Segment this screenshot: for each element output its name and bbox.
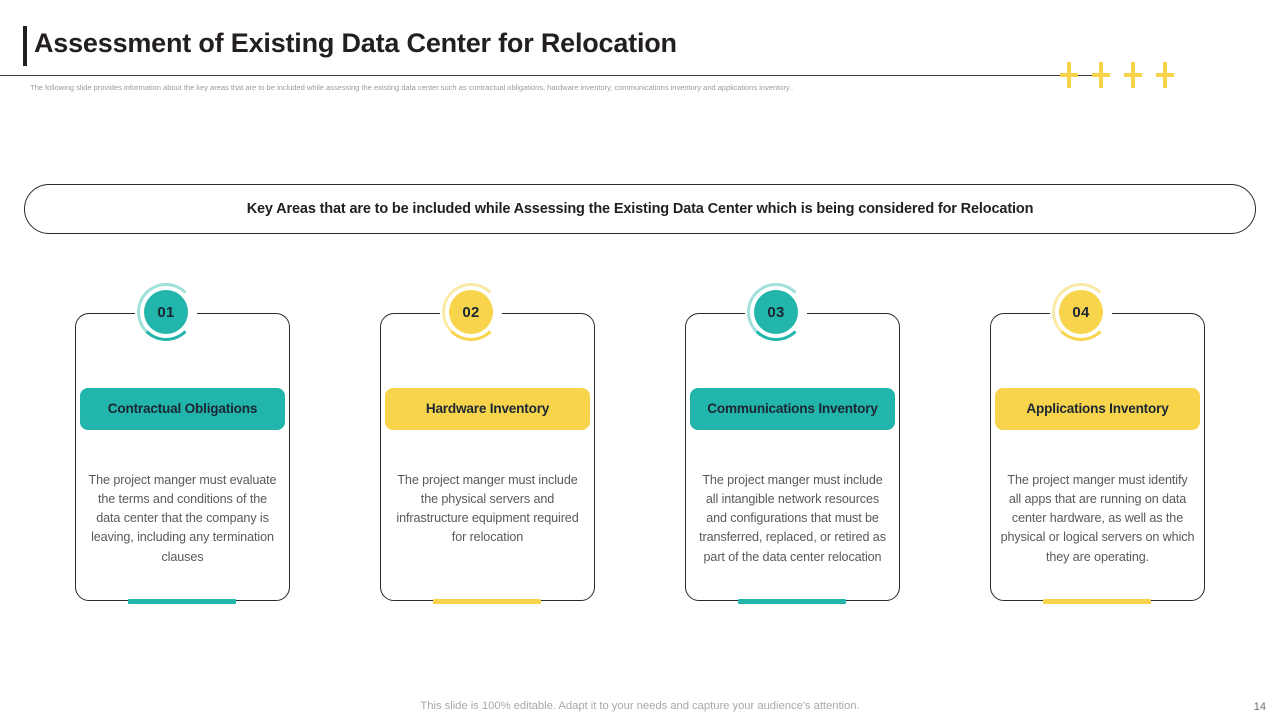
- card-body-text: The project manger must include all inta…: [699, 473, 886, 564]
- badge-outer-ring: [1052, 283, 1110, 341]
- card-number-badge: 04: [1052, 283, 1110, 341]
- header-divider: [0, 75, 1105, 76]
- badge-gap-ring: [446, 287, 496, 337]
- badge-gap-ring: [1056, 287, 1106, 337]
- card-bottom-accent-bar: [738, 599, 846, 604]
- banner-text: Key Areas that are to be included while …: [246, 201, 1034, 217]
- card-frame: [75, 313, 290, 601]
- card-number-badge: 02: [442, 283, 500, 341]
- cards-row: 01 Contractual Obligations The project m…: [0, 283, 1280, 630]
- slide-header: Assessment of Existing Data Center for R…: [0, 0, 1280, 110]
- card-number-label: 04: [1059, 290, 1103, 334]
- badge-outer-ring: [442, 283, 500, 341]
- card-body-text: The project manger must identify all app…: [1000, 473, 1195, 564]
- plus-icon: [1092, 62, 1110, 88]
- plus-icon: [1060, 62, 1078, 88]
- card-number-badge: 03: [747, 283, 805, 341]
- card-communications-inventory[interactable]: 03 Communications Inventory The project …: [685, 283, 900, 604]
- title-accent-bar: [23, 26, 27, 66]
- plus-icon: [1156, 62, 1174, 88]
- key-areas-banner: Key Areas that are to be included while …: [24, 184, 1256, 234]
- card-number-label: 02: [449, 290, 493, 334]
- plus-icon: [1124, 62, 1142, 88]
- slide-subtitle: The following slide provides information…: [30, 83, 794, 92]
- card-bottom-accent-bar: [1043, 599, 1151, 604]
- card-contractual-obligations[interactable]: 01 Contractual Obligations The project m…: [75, 283, 290, 604]
- card-body-text: The project manger must evaluate the ter…: [88, 473, 277, 564]
- card-number-badge: 01: [137, 283, 195, 341]
- card-title: Communications Inventory: [690, 388, 895, 430]
- card-bottom-accent-bar: [433, 599, 541, 604]
- badge-gap-ring: [751, 287, 801, 337]
- card-applications-inventory[interactable]: 04 Applications Inventory The project ma…: [990, 283, 1205, 604]
- card-number-label: 01: [144, 290, 188, 334]
- page-title: Assessment of Existing Data Center for R…: [34, 28, 677, 58]
- card-bottom-accent-bar: [128, 599, 236, 604]
- card-title: Contractual Obligations: [80, 388, 285, 430]
- footer-note: This slide is 100% editable. Adapt it to…: [420, 700, 860, 712]
- card-number-label: 03: [754, 290, 798, 334]
- card-title: Applications Inventory: [995, 388, 1200, 430]
- card-body-text: The project manger must include the phys…: [396, 473, 579, 545]
- card-hardware-inventory[interactable]: 02 Hardware Inventory The project manger…: [380, 283, 595, 604]
- card-frame: [685, 313, 900, 601]
- page-number: 14: [1253, 701, 1266, 713]
- badge-outer-ring: [747, 283, 805, 341]
- badge-gap-ring: [141, 287, 191, 337]
- card-title: Hardware Inventory: [385, 388, 590, 430]
- badge-outer-ring: [137, 283, 195, 341]
- card-frame: [380, 313, 595, 601]
- decorative-plus-group: [1060, 62, 1174, 88]
